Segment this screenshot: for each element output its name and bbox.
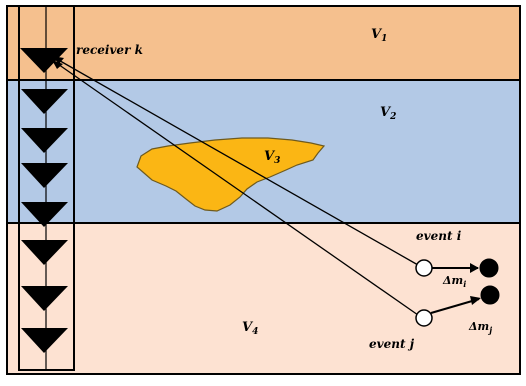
delta-m-i-label: Δmi bbox=[442, 274, 466, 289]
event-i-moved-marker bbox=[479, 258, 499, 278]
event-i-arrowhead bbox=[470, 263, 479, 273]
ray-arrowhead-i bbox=[52, 56, 64, 64]
layer-v4-label: V4 bbox=[242, 320, 258, 337]
receiver-triangle bbox=[21, 163, 68, 188]
event-j-moved-marker bbox=[480, 285, 500, 305]
receiver-triangle bbox=[21, 240, 68, 265]
event-j-arrowhead bbox=[470, 296, 481, 305]
event-j-marker bbox=[415, 309, 433, 327]
ray-path-event-j bbox=[54, 61, 419, 316]
receiver-k-label: receiver k bbox=[76, 43, 143, 57]
event-j-label: event j bbox=[369, 337, 415, 351]
ray-path-event-i bbox=[54, 57, 419, 266]
layer-v4 bbox=[7, 223, 520, 374]
receiver-array bbox=[20, 48, 68, 353]
receiver-triangle bbox=[21, 286, 68, 311]
layer-v1-label: V1 bbox=[371, 27, 387, 44]
ray-arrowhead-j bbox=[52, 60, 63, 69]
event-i-marker bbox=[415, 259, 433, 277]
layer-v1 bbox=[7, 6, 520, 80]
model-frame bbox=[6, 5, 521, 375]
event-j-shift-arrow bbox=[430, 298, 480, 314]
delta-m-j-label: Δmj bbox=[468, 320, 492, 335]
receiver-k-triangle bbox=[20, 48, 68, 73]
event-i-label: event i bbox=[416, 229, 462, 243]
layer-v3-label: V3 bbox=[264, 149, 280, 166]
receiver-triangle bbox=[21, 89, 68, 114]
layer-v3-body bbox=[136, 137, 326, 212]
receiver-triangle bbox=[21, 128, 68, 153]
receiver-triangle bbox=[21, 328, 68, 353]
receiver-triangle bbox=[21, 202, 68, 227]
layer-v2-label: V2 bbox=[380, 105, 396, 122]
